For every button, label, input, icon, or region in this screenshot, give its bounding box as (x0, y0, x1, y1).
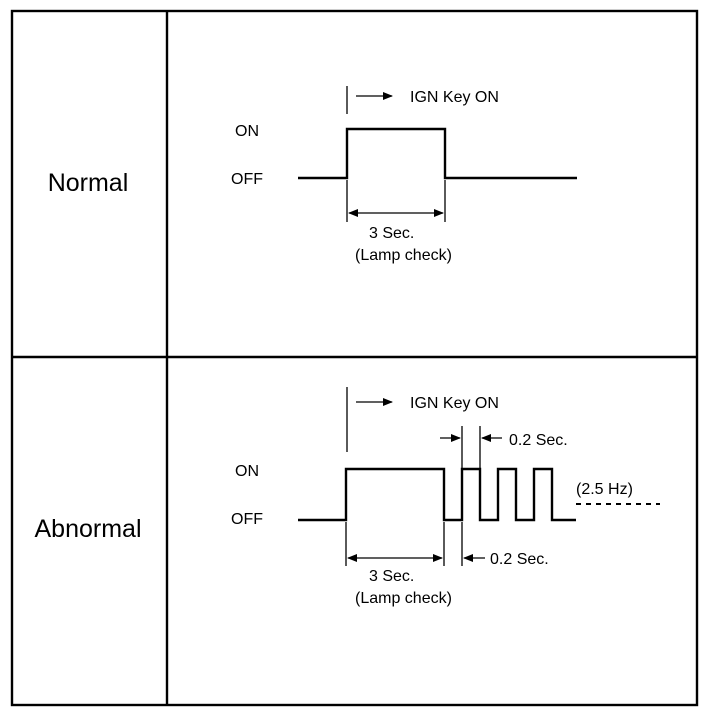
abnormal-row: Abnormal ON OFF IGN Key ON 0.2 Sec. (2.5… (35, 387, 660, 607)
normal-row-label: Normal (48, 169, 129, 197)
normal-off-label: OFF (231, 171, 263, 188)
abnormal-waveform (298, 467, 576, 522)
normal-row: Normal ON OFF IGN Key ON 3 Sec. (Lamp ch… (48, 86, 577, 264)
abnormal-pulse-on-label: 0.2 Sec. (509, 432, 568, 449)
abnormal-frequency-label: (2.5 Hz) (576, 481, 633, 498)
normal-duration-label: 3 Sec. (369, 225, 414, 242)
abnormal-ign-key-label: IGN Key ON (410, 395, 499, 412)
normal-on-label: ON (235, 123, 259, 140)
abnormal-on-label: ON (235, 463, 259, 480)
abnormal-off-label: OFF (231, 511, 263, 528)
normal-duration-note: (Lamp check) (355, 247, 452, 264)
normal-ign-key-label: IGN Key ON (410, 89, 499, 106)
abnormal-duration-note: (Lamp check) (355, 590, 452, 607)
abnormal-pulse-off-label: 0.2 Sec. (490, 551, 549, 568)
table-frame (10, 9, 699, 707)
abnormal-duration-label: 3 Sec. (369, 568, 414, 585)
abnormal-row-label: Abnormal (35, 515, 142, 543)
normal-waveform (298, 127, 577, 180)
